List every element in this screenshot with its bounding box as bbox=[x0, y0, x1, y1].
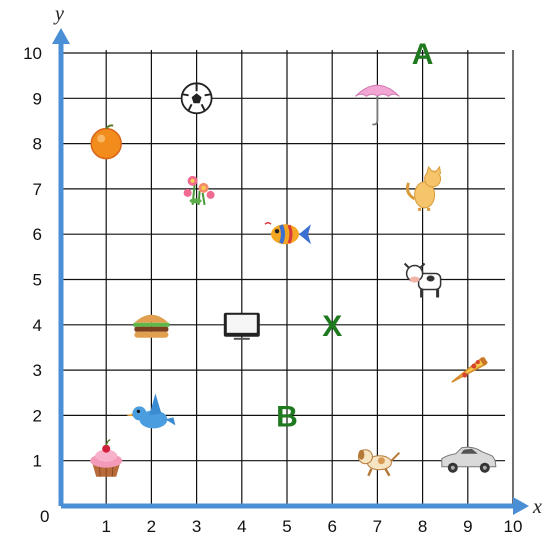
x-axis-arrowhead bbox=[513, 497, 529, 515]
marker-a: A bbox=[412, 38, 434, 71]
y-tick-label: 9 bbox=[33, 89, 42, 108]
axes bbox=[52, 28, 529, 515]
x-tick-label: 5 bbox=[282, 517, 291, 536]
y-tick-label: 4 bbox=[33, 316, 42, 335]
x-tick-label: 4 bbox=[237, 517, 246, 536]
flower-icon bbox=[184, 176, 215, 205]
x-axis-label: x bbox=[532, 496, 542, 518]
y-tick-label: 1 bbox=[33, 452, 42, 471]
y-tick-label: 6 bbox=[33, 225, 42, 244]
origin-label: 0 bbox=[40, 507, 49, 526]
soccer-ball-icon bbox=[182, 83, 212, 113]
cupcake-icon bbox=[90, 440, 122, 477]
y-tick-label: 2 bbox=[33, 406, 42, 425]
markers-layer: A B X bbox=[276, 38, 433, 433]
grid-lines bbox=[61, 50, 513, 506]
x-tick-label: 9 bbox=[463, 517, 472, 536]
y-axis-label: y bbox=[53, 3, 64, 25]
x-tick-label: 6 bbox=[327, 517, 336, 536]
marker-x: X bbox=[322, 310, 342, 343]
burger-icon bbox=[133, 315, 169, 338]
tv-icon bbox=[224, 313, 260, 340]
marker-b: B bbox=[276, 400, 298, 433]
x-tick-label: 1 bbox=[101, 517, 110, 536]
x-tick-label: 8 bbox=[418, 517, 427, 536]
y-tick-label: 8 bbox=[33, 135, 42, 154]
dog-icon bbox=[358, 450, 399, 476]
x-tick-label: 3 bbox=[192, 517, 201, 536]
y-tick-label: 10 bbox=[23, 44, 42, 63]
y-tick-label: 5 bbox=[33, 271, 42, 290]
umbrella-icon bbox=[355, 85, 399, 124]
x-tick-label: 2 bbox=[147, 517, 156, 536]
orange-icon bbox=[91, 125, 121, 158]
x-tick-label: 7 bbox=[373, 517, 382, 536]
x-tick-label: 10 bbox=[504, 517, 523, 536]
y-axis-arrowhead bbox=[52, 28, 70, 44]
y-tick-label: 7 bbox=[33, 180, 42, 199]
fish-icon bbox=[265, 223, 311, 245]
y-tick-label: 3 bbox=[33, 361, 42, 380]
car-icon bbox=[442, 447, 496, 473]
